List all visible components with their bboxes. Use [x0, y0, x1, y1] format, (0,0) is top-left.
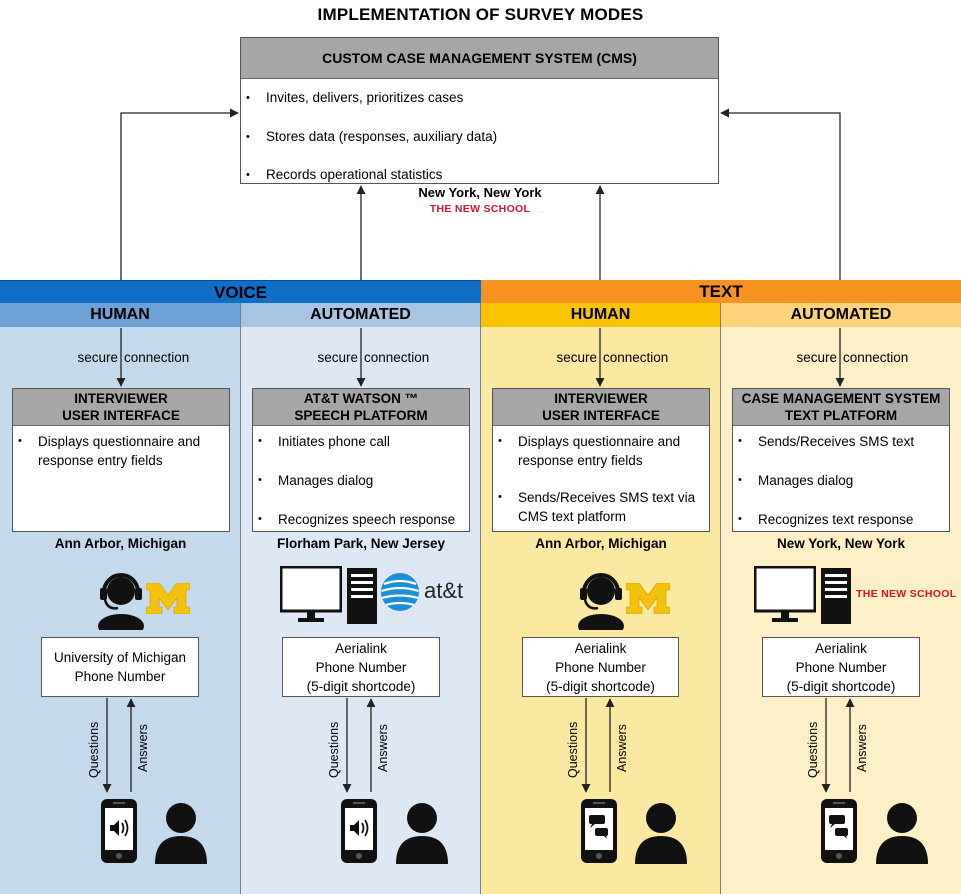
connection-label: connection [603, 350, 669, 365]
att-logo-text: at&t [424, 578, 464, 603]
platform-bullet: Initiates phone call [253, 432, 469, 451]
arrow-voice-human-to-cms [120, 108, 239, 280]
new-school-logo: THE NEW SCHOOL [856, 588, 957, 600]
computer-monitor-icon [754, 566, 816, 622]
platform-bullet: Manages dialog [253, 471, 469, 490]
connection-label: connection [843, 350, 909, 365]
diagram-title: IMPLEMENTATION OF SURVEY MODES [317, 5, 644, 24]
voice-automated-subheader: AUTOMATED [241, 303, 481, 327]
cms-bullet: Invites, delivers, prioritizes cases [241, 79, 718, 118]
sms-phone-icon [821, 799, 857, 863]
answers-label: Answers [376, 724, 390, 772]
location-label: New York, New York [776, 536, 906, 551]
new-school-logo: THE NEW SCHOOL [429, 203, 531, 215]
phone-number-box: University of Michigan Phone Number [41, 637, 199, 697]
cms-bullet: Records operational statistics [241, 156, 718, 195]
connection-label: connection [364, 350, 430, 365]
respondent-person-icon [635, 803, 687, 864]
speaker-phone-icon [341, 799, 377, 863]
connection-label: connection [124, 350, 190, 365]
phone-number-box: Aerialink Phone Number (5-digit shortcod… [522, 637, 679, 697]
umich-block-m-logo [146, 583, 190, 614]
respondent-person-icon [396, 803, 448, 864]
respondent-person-icon [155, 803, 207, 864]
cms-box: CUSTOM CASE MANAGEMENT SYSTEM (CMS) Invi… [240, 37, 719, 194]
voice-human-subheader: HUMAN [0, 303, 241, 327]
answers-label: Answers [136, 724, 150, 772]
phone-number-box: Aerialink Phone Number (5-digit shortcod… [282, 637, 440, 697]
secure-label: secure [317, 350, 358, 365]
location-label: Ann Arbor, Michigan [54, 536, 187, 551]
platform-bullet: Displays questionnaire and response entr… [13, 432, 229, 470]
answers-label: Answers [855, 724, 869, 772]
sms-phone-icon [581, 799, 617, 863]
headset-operator-icon [98, 573, 144, 630]
computer-monitor-icon [280, 566, 342, 622]
answers-label: Answers [615, 724, 629, 772]
phone-number-box: Aerialink Phone Number (5-digit shortcod… [762, 637, 920, 697]
server-tower-icon [821, 568, 851, 624]
platform-bullet: Recognizes text response [733, 510, 949, 529]
questions-label: Questions [806, 721, 820, 778]
platform-bullet: Sends/Receives SMS text via CMS text pla… [493, 488, 709, 526]
att-globe-icon [381, 573, 419, 611]
text-group-header: TEXT [481, 280, 961, 303]
location-label: Ann Arbor, Michigan [535, 536, 667, 551]
questions-label: Questions [566, 721, 580, 778]
arrow-text-auto-to-cms [720, 108, 841, 280]
cms-header: CUSTOM CASE MANAGEMENT SYSTEM (CMS) [241, 38, 718, 79]
questions-label: Questions [327, 721, 341, 778]
cms-bullet-list: Invites, delivers, prioritizes cases Sto… [241, 79, 718, 195]
text-automated-subheader: AUTOMATED [721, 303, 961, 327]
cms-location: New York, New York [418, 185, 542, 200]
platform-bullet: Recognizes speech response [253, 510, 469, 529]
text-human-subheader: HUMAN [481, 303, 721, 327]
umich-block-m-logo [626, 583, 670, 614]
platform-bullet: Displays questionnaire and response entr… [493, 432, 709, 470]
secure-label: secure [556, 350, 597, 365]
server-tower-icon [347, 568, 377, 624]
cms-bullet: Stores data (responses, auxiliary data) [241, 118, 718, 157]
location-label: Florham Park, New Jersey [276, 536, 446, 551]
platform-bullet: Sends/Receives SMS text [733, 432, 949, 451]
respondent-person-icon [876, 803, 928, 864]
questions-label: Questions [87, 721, 101, 778]
secure-label: secure [77, 350, 118, 365]
secure-label: secure [796, 350, 837, 365]
platform-bullet: Manages dialog [733, 471, 949, 490]
voice-group-header: VOICE [0, 280, 481, 304]
headset-operator-icon [578, 573, 624, 630]
speaker-phone-icon [101, 799, 137, 863]
